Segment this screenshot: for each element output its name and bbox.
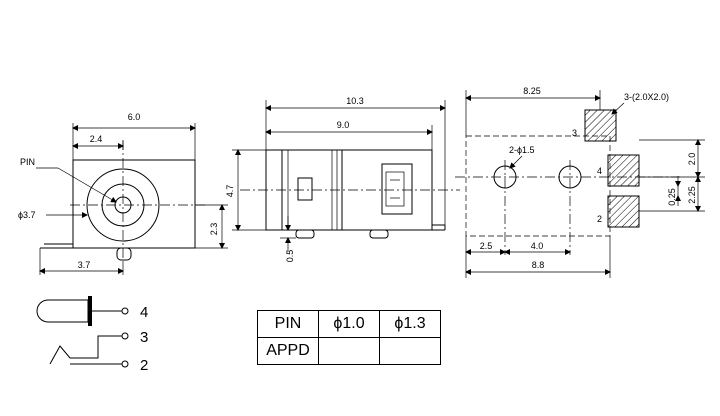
table-cell: APPD: [257, 337, 319, 365]
table-header-cell: PIN: [257, 310, 319, 338]
schematic-symbol: 4 3 2: [36, 296, 148, 374]
terminal-3: [121, 332, 129, 340]
table-header-cell: ϕ1.3: [379, 310, 441, 338]
footprint-outline: [465, 135, 611, 237]
dim-pin-offset: 2.4: [90, 134, 103, 144]
side-terminal: [381, 163, 413, 215]
dim-side-height: 4.7: [225, 185, 235, 198]
spring-contact: [49, 335, 122, 365]
side-terminal-inner: [385, 171, 405, 207]
dim-front-height: 2.3: [209, 223, 219, 236]
dim-front-bottom: 3.7: [78, 260, 91, 270]
table-header-cell: ϕ1.0: [318, 310, 380, 338]
label-pin: PIN: [20, 157, 35, 167]
pad-4: [607, 154, 640, 187]
pad-3: [584, 109, 617, 142]
dim-hole-spacing: 4.0: [531, 241, 544, 251]
table-row: PIN ϕ1.0 ϕ1.3: [257, 310, 441, 338]
dim-body-length: 9.0: [337, 120, 350, 130]
side-view: 10.3 9.0 4.7 0.5: [225, 96, 460, 262]
dim-pad-size: 3-(2.0X2.0): [624, 92, 669, 102]
leader-line: [57, 167, 117, 203]
pad-label-3: 3: [572, 128, 577, 138]
schematic-pin-2: 2: [140, 357, 148, 374]
plug-symbol: [36, 299, 89, 323]
dim-foot: 0.5: [285, 250, 295, 263]
pad-label-2: 2: [597, 214, 602, 224]
footprint-view: 3 4 2 8.25 3-(2.0X2.0) 2-ϕ1.5 2.5 4.0 8.…: [455, 86, 705, 278]
table-cell: [379, 337, 441, 365]
front-foot: [116, 247, 132, 261]
schematic-pin-4: 4: [140, 304, 148, 321]
dim-front-width: 6.0: [128, 112, 141, 122]
table-row: APPD: [257, 337, 441, 365]
pin-table: PIN ϕ1.0 ϕ1.3 APPD: [257, 310, 441, 365]
terminal-4: [121, 307, 129, 315]
plug-flange: [88, 296, 92, 326]
pad-2: [607, 195, 640, 228]
side-foot-1: [295, 229, 315, 239]
dim-hole-offset: 2.5: [480, 241, 493, 251]
side-window: [297, 177, 313, 201]
leader-line: [611, 102, 625, 115]
outer-circle: [86, 168, 160, 242]
dim-footprint-width: 8.25: [523, 86, 541, 96]
schematic-pin-3: 3: [140, 329, 148, 346]
dim-pad-pitch: 2.0: [687, 153, 697, 166]
dim-diameter: ϕ3.7: [18, 210, 36, 220]
side-pin-lead: [40, 243, 74, 249]
leader-line: [509, 155, 523, 169]
front-body-outline: [72, 159, 196, 249]
dim-pad-pitch-2: 2.25: [687, 186, 697, 204]
dim-footprint-total: 8.8: [532, 260, 545, 270]
pad-label-4: 4: [597, 166, 602, 176]
terminal-2: [121, 360, 129, 368]
dim-pad-gap: 0.25: [667, 188, 677, 206]
side-foot-2: [369, 229, 389, 239]
front-view: 6.0 2.4 PIN ϕ3.7 2.3 3.7: [18, 112, 228, 275]
dim-holes: 2-ϕ1.5: [509, 145, 535, 155]
dim-total-length: 10.3: [346, 96, 364, 106]
table-cell: [318, 337, 380, 365]
